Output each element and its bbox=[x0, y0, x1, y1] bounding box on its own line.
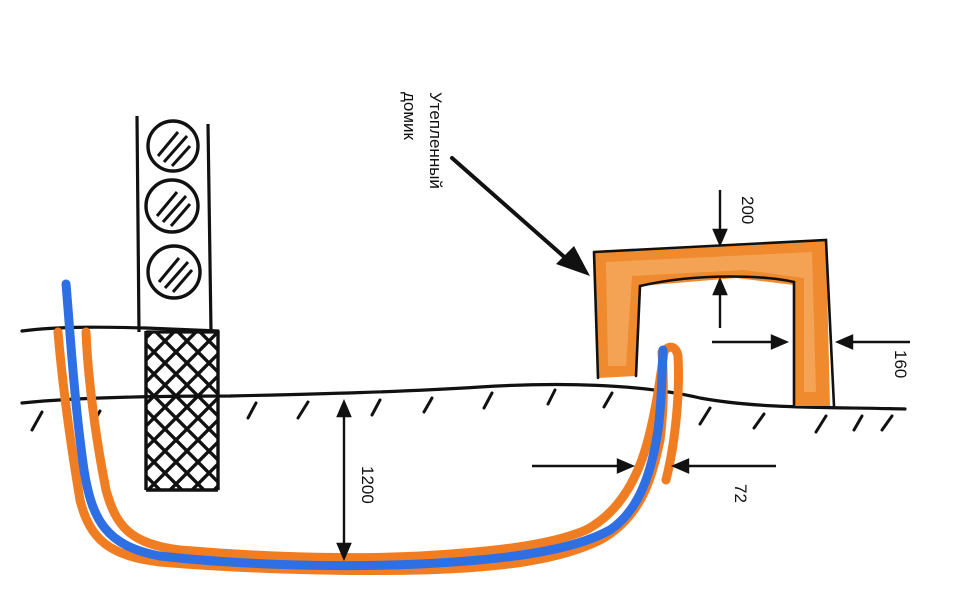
pipe-loop bbox=[53, 279, 683, 576]
house-label-line1: Утепленный bbox=[426, 92, 445, 189]
dim-pipe-arrows bbox=[532, 458, 776, 474]
foundation-pillar bbox=[144, 330, 220, 492]
orange-pipe-right bbox=[81, 327, 683, 563]
upper-ground-line bbox=[20, 325, 220, 333]
dim-wall-label: 160 bbox=[891, 350, 910, 378]
dim-depth-arrows bbox=[336, 398, 352, 562]
insulated-house bbox=[592, 238, 836, 408]
hatched-circle bbox=[146, 244, 202, 300]
arrowhead-icon bbox=[556, 246, 590, 276]
dim-wall-arrows bbox=[712, 334, 910, 350]
house-label-line2: домик bbox=[400, 92, 419, 141]
dim-pipe-label: 72 bbox=[731, 484, 750, 503]
hatched-circle bbox=[146, 119, 200, 173]
blue-pipe bbox=[61, 279, 668, 571]
dim-depth-label: 1200 bbox=[358, 466, 377, 504]
post-with-circles bbox=[135, 115, 213, 333]
hatched-circle bbox=[144, 178, 200, 234]
ground-hatch-icon bbox=[30, 388, 894, 434]
dim-roof-arrows bbox=[712, 190, 728, 328]
house-pointer-arrow bbox=[450, 156, 590, 276]
dim-roof-label: 200 bbox=[738, 196, 757, 224]
